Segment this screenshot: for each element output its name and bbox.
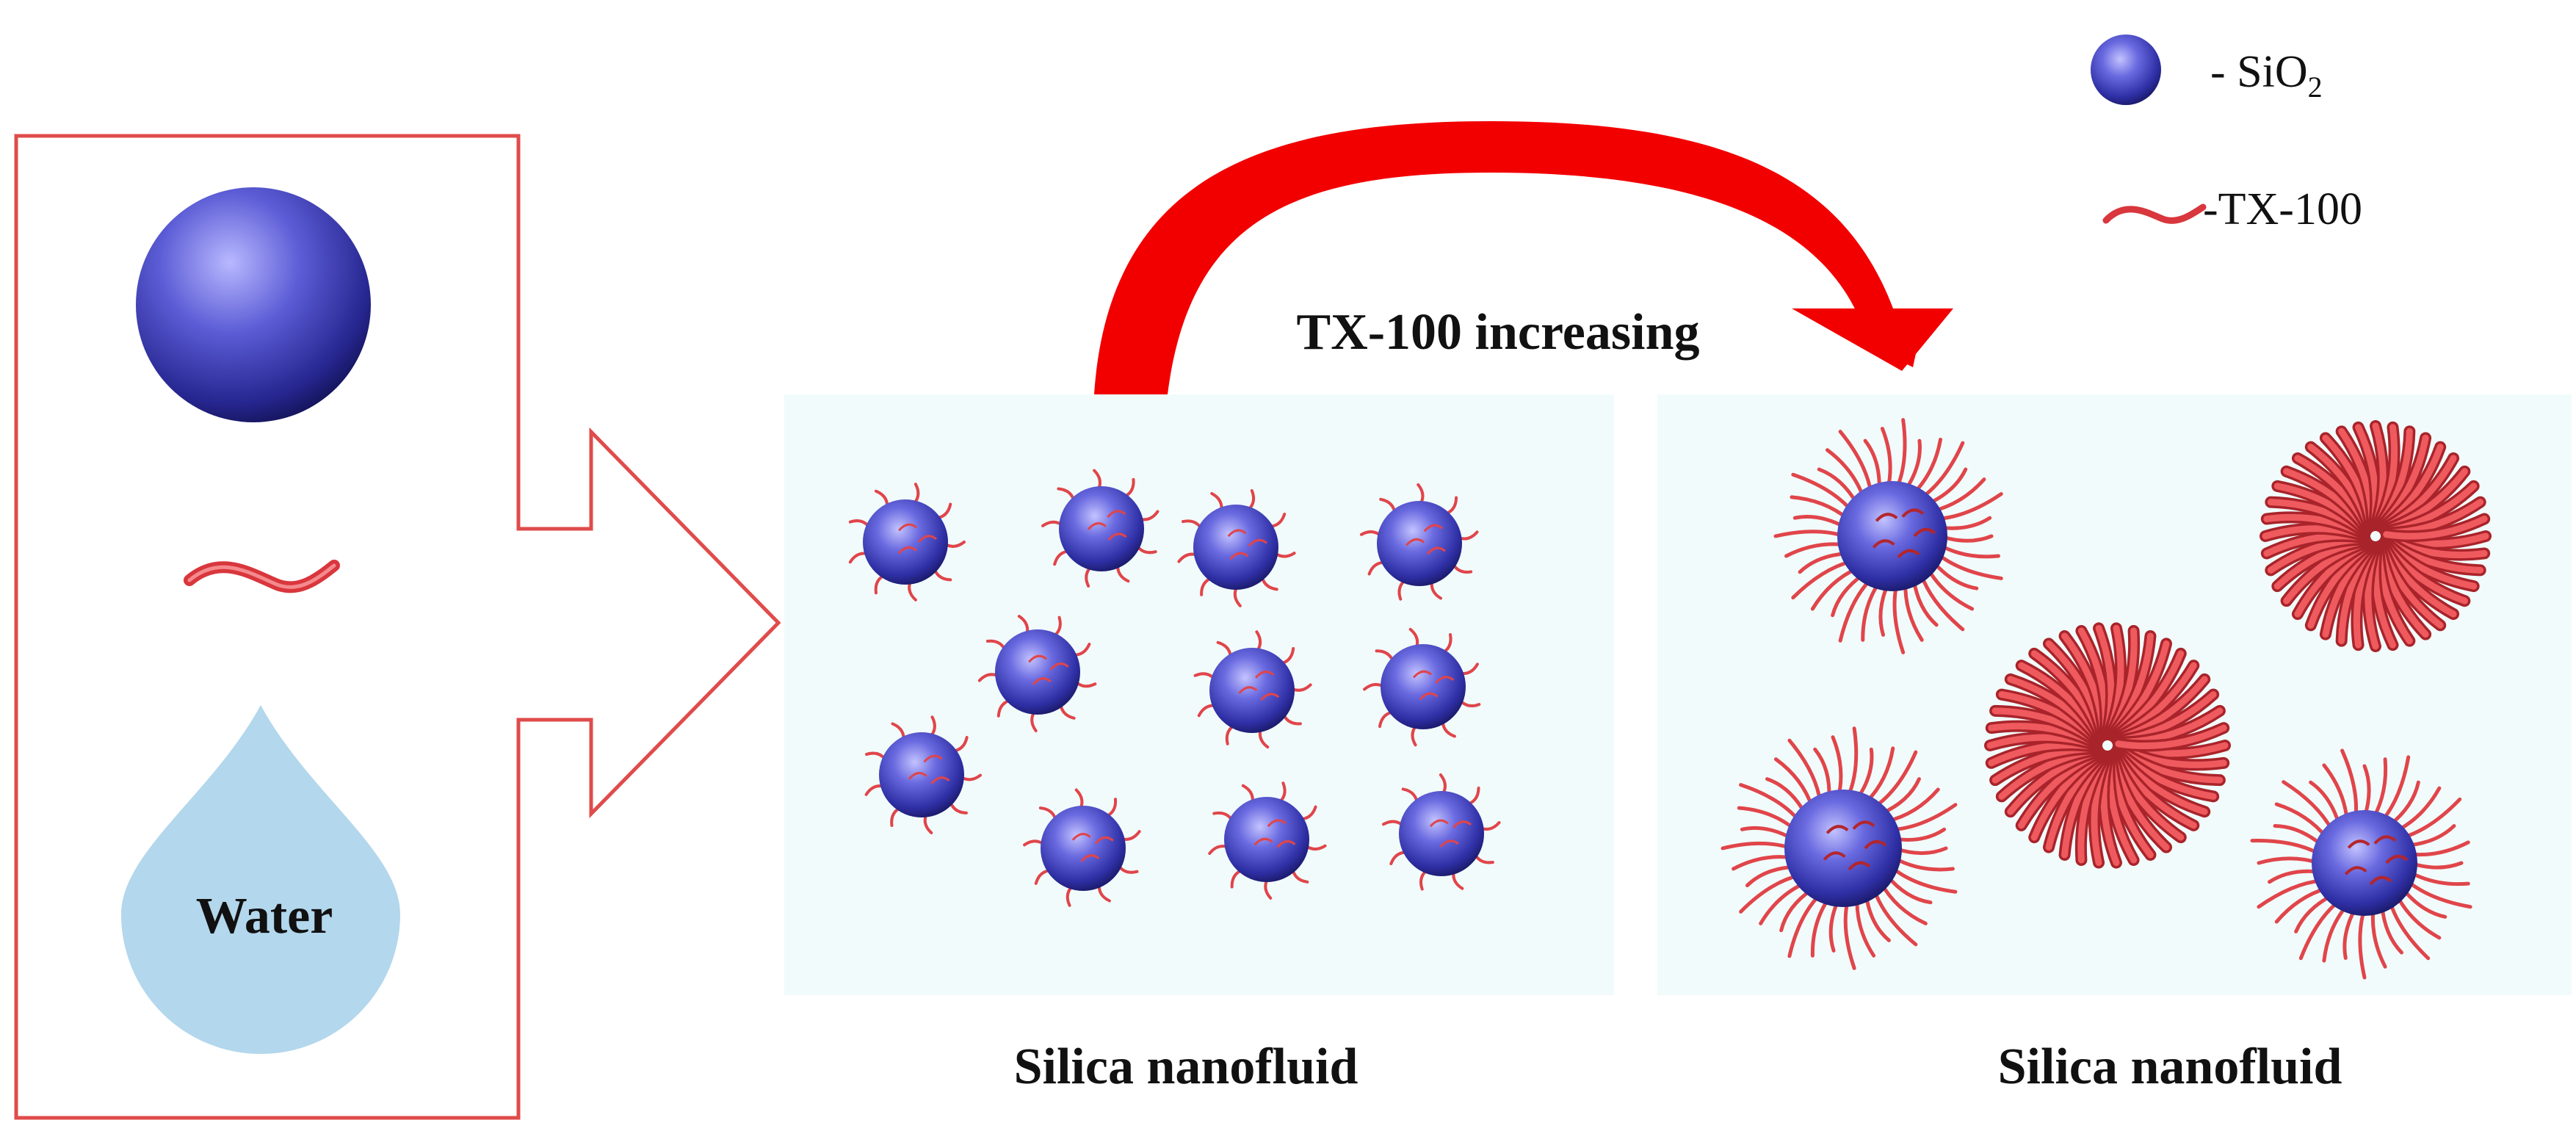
process-arrow — [1094, 121, 1924, 394]
process-arrow-label: TX-100 increasing — [1297, 304, 1700, 361]
input-box-arrow-outline — [14, 134, 781, 1120]
silica-particle-small — [848, 483, 966, 602]
surfactant-micelle — [2260, 420, 2492, 652]
water-drop-icon — [121, 705, 400, 1054]
silica-particle-small — [1177, 489, 1296, 607]
silica-sphere-icon — [136, 187, 371, 422]
legend-silica-icon — [2091, 35, 2161, 105]
low-concentration-panel — [784, 394, 1614, 995]
high-concentration-particles — [1721, 418, 2492, 980]
high-concentration-caption: Silica nanofluid — [1998, 1039, 2342, 1095]
legend-silica-label: - SiO2 — [2210, 47, 2323, 104]
silica-particle-small — [1359, 483, 1479, 601]
silica-particle-small — [1382, 773, 1501, 891]
low-concentration-particles — [848, 469, 1501, 907]
silica-particle-small — [1208, 781, 1327, 900]
silica-particle-small — [1023, 788, 1141, 907]
low-concentration-caption: Silica nanofluid — [1014, 1039, 1358, 1095]
water-label: Water — [196, 888, 333, 945]
silica-particle-small — [1041, 469, 1159, 588]
silica-particle-coated — [1721, 726, 1958, 970]
silica-particle-small — [1363, 627, 1481, 747]
legend-surfactant-icon — [2102, 203, 2207, 224]
silica-particle-small — [1193, 630, 1312, 749]
surfactant-micelle — [1984, 622, 2231, 869]
legend-surfactant-label: -TX-100 — [2203, 184, 2362, 234]
silica-particle-coated — [2250, 748, 2472, 980]
silica-particle-coated — [1773, 418, 2003, 654]
silica-particle-small — [977, 615, 1097, 732]
silica-particle-small — [864, 715, 982, 834]
